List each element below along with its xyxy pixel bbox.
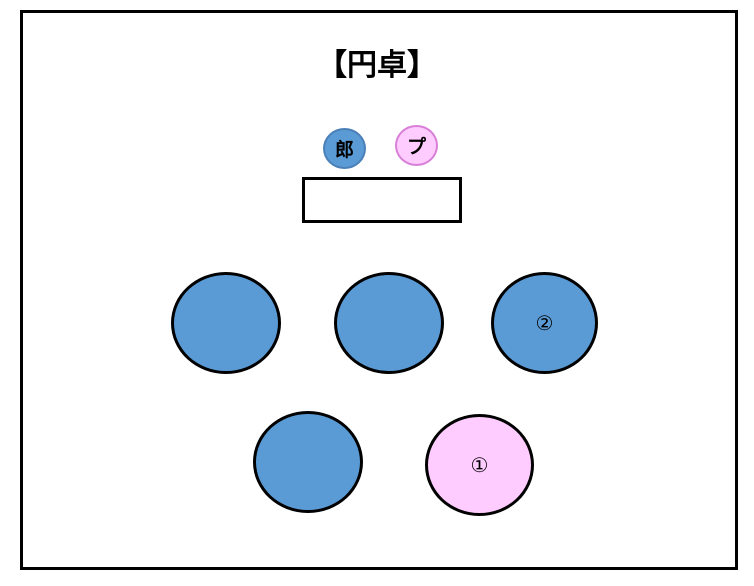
seat-label: ① — [470, 453, 489, 477]
legend-label-pu: プ — [406, 136, 426, 158]
diagram-title: 【円卓】 — [317, 48, 437, 83]
seat — [334, 272, 444, 374]
round-table — [302, 177, 462, 223]
seat-label: ② — [535, 311, 554, 335]
seat — [253, 411, 363, 513]
legend-marker-ro: 郎 — [323, 128, 366, 169]
seat — [171, 272, 281, 374]
legend-label-ro: 郎 — [334, 139, 354, 161]
legend-marker-pu: プ — [395, 125, 438, 166]
diagram-frame — [20, 10, 738, 570]
seat-1: ① — [425, 414, 534, 516]
seat-2: ② — [491, 272, 598, 374]
